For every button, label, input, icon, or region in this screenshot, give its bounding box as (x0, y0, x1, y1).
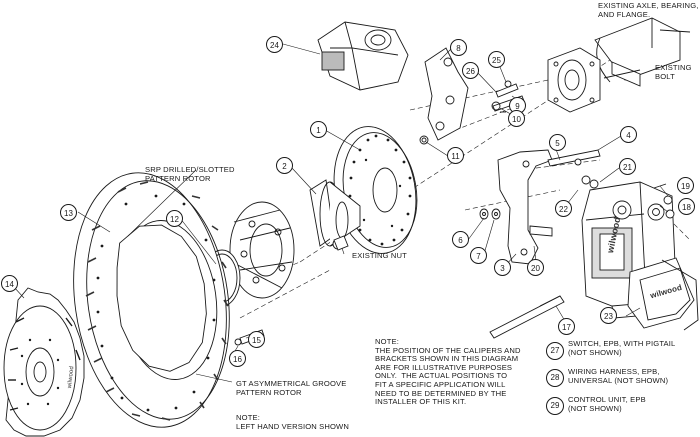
not-shown-27-text: SWITCH, EPB, WITH PIGTAIL (NOT SHOWN) (568, 339, 676, 357)
hub-studs-part (203, 201, 295, 307)
callout-15: 15 (248, 331, 265, 348)
callout-29: 29 (546, 397, 564, 415)
callout-14: 14 (1, 275, 18, 292)
callout-17: 17 (558, 318, 575, 335)
callout-25: 25 (488, 51, 505, 68)
callout-19: 19 (677, 177, 694, 194)
callout-5: 5 (549, 134, 566, 151)
callout-21: 21 (619, 158, 636, 175)
callout-1: 1 (310, 121, 327, 138)
not-shown-28-text: WIRING HARNESS, EPB, UNIVERSAL (NOT SHOW… (568, 367, 669, 385)
bracket-3-part (497, 149, 553, 265)
callout-24: 24 (266, 36, 283, 53)
bolts-5-4 (547, 149, 601, 189)
callout-27: 27 (546, 342, 564, 360)
left-hand-note: NOTE: LEFT HAND VERSION SHOWN (236, 413, 350, 431)
not-shown-29-text: CONTROL UNIT, EPB (NOT SHOWN) (568, 395, 646, 413)
spacers-6-7 (479, 208, 501, 220)
callout-26: 26 (462, 62, 479, 79)
existing-axle-label: EXISTING AXLE, BEARING, AND FLANGE. (598, 1, 699, 19)
callout-18: 18 (678, 198, 695, 215)
existing-bolt-label: EXISTING BOLT (655, 63, 692, 81)
callout-20: 20 (527, 259, 544, 276)
leader-lines (12, 43, 669, 383)
position-note: NOTE: THE POSITION OF THE CALIPERS AND B… (375, 337, 521, 407)
gt-rotor-label: GT ASYMMETRICAL GROOVE PATTERN ROTOR (236, 379, 347, 397)
callout-11: 11 (447, 147, 464, 164)
bracket-8-part (424, 47, 469, 141)
callout-16: 16 (229, 350, 246, 367)
callout-4: 4 (620, 126, 637, 143)
callout-23: 23 (600, 307, 617, 324)
callout-2: 2 (276, 157, 293, 174)
callout-13: 13 (60, 204, 77, 221)
callout-12: 12 (166, 210, 183, 227)
callout-3: 3 (494, 259, 511, 276)
pads-23-part (627, 257, 699, 331)
srp-rotor-label: SRP DRILLED/SLOTTED PATTERN ROTOR (145, 165, 235, 183)
pin-17-part (489, 295, 565, 339)
axle-assembly (547, 17, 691, 113)
rotor-14-part (3, 287, 85, 437)
rotor-13-part (73, 172, 230, 428)
callout-7: 7 (470, 247, 487, 264)
callout-22: 22 (555, 200, 572, 217)
callout-8: 8 (450, 39, 467, 56)
callout-6: 6 (452, 231, 469, 248)
caliper-24-part (317, 21, 409, 91)
existing-nut-label: EXISTING NUT (352, 251, 407, 260)
callout-28: 28 (546, 369, 564, 387)
callout-10: 10 (508, 110, 525, 127)
